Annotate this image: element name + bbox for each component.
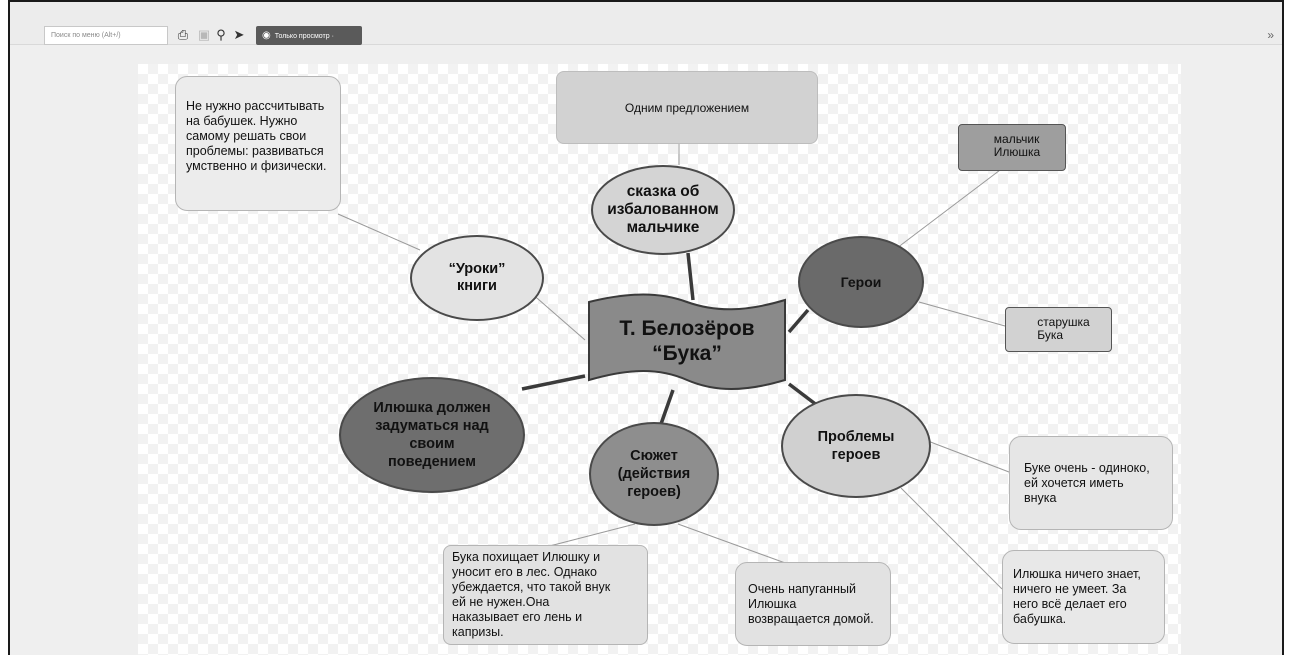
banner-shape (588, 293, 786, 390)
pointer-icon[interactable]: ➤ (233, 27, 245, 42)
node-one-sentence[interactable]: Одним предложением (556, 71, 818, 144)
view-only-button[interactable]: ◉Только просмотр · (256, 26, 362, 45)
fit-icon[interactable]: ▣ (197, 27, 211, 42)
view-only-label: Только просмотр · (274, 33, 334, 40)
node-plot-text[interactable]: Бука похищает Илюшку и уносит его в лес.… (443, 545, 648, 645)
node-heroes[interactable]: Герои (798, 236, 924, 328)
node-lessons-text[interactable]: Не нужно рассчитывать на бабушек. Нужно … (175, 76, 341, 211)
connector-heroes-granny (918, 301, 1006, 327)
zoom-icon[interactable]: ⚲ (216, 27, 226, 42)
double-chevron-down-icon[interactable]: » (1267, 28, 1274, 42)
connector-plot-scared (677, 523, 789, 565)
node-scared[interactable]: Очень напуганный Илюшка возвращается дом… (735, 562, 891, 646)
connector-center-plot (659, 389, 675, 425)
connector-lines (337, 144, 1010, 590)
connector-center-heroes (787, 308, 810, 334)
node-center[interactable]: Т. Белозёров “Бука” (585, 292, 789, 390)
node-buka-lonely[interactable]: Буке очень - одиноко, ей хочется иметь в… (1009, 436, 1173, 530)
connector-problems-lonely (919, 437, 1010, 473)
toolbar: Поиск по меню (Alt+/) ⎙ ▣ ⚲ ➤ ◉Только пр… (10, 2, 1282, 45)
print-icon[interactable]: ⎙ (177, 27, 189, 42)
node-plot[interactable]: Сюжет (действия героев) (589, 422, 719, 526)
node-boy[interactable]: мальчик Илюшка (958, 124, 1066, 171)
app-window: д е р р Поиск по меню (Alt+/) ⎙ ▣ ⚲ ➤ ◉Т… (8, 0, 1284, 655)
connector-problems-nothing (900, 487, 1003, 590)
node-problems[interactable]: Проблемы героев (781, 394, 931, 498)
mindmap-canvas[interactable]: Одним предложением Не нужно рассчитывать… (138, 64, 1181, 655)
connector-plot-text (537, 523, 636, 550)
node-ilyushka-nothing[interactable]: Илюшка ничего знает, ничего не умеет. За… (1002, 550, 1165, 644)
node-tale[interactable]: сказка об избалованном мальчике (591, 165, 735, 255)
connector-center-tale (686, 252, 695, 301)
eye-icon: ◉ (262, 30, 271, 41)
node-granny[interactable]: старушка Бука (1005, 307, 1112, 352)
connector-heroes-boy (896, 163, 1009, 249)
connector-center-think (521, 374, 586, 391)
node-lessons[interactable]: “Уроки” книги (410, 235, 544, 321)
connector-lessons-text (337, 213, 421, 251)
connector-lessons-center (529, 291, 586, 341)
node-think-behavior[interactable]: Илюшка должен задуматься над своим повед… (339, 377, 525, 493)
search-input[interactable]: Поиск по меню (Alt+/) (44, 26, 168, 45)
